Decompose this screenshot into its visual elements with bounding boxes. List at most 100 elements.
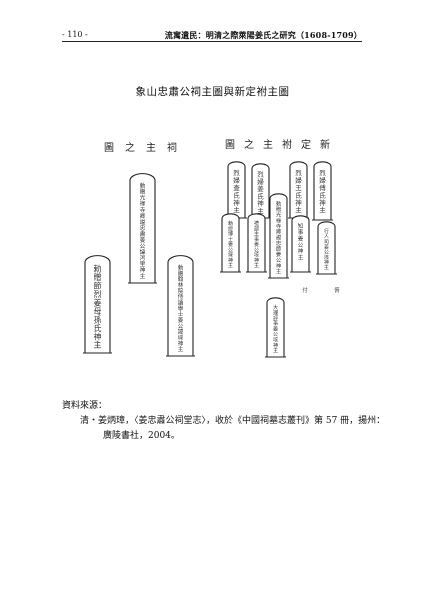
tablet-char: 姜 [273,326,278,333]
tablet-char: 婦 [319,175,326,184]
tablet-char: 主 [324,264,329,271]
tablet-char: 神 [233,198,240,207]
tablet-char: 神 [276,261,281,269]
tablet-char: 主 [257,206,264,215]
tablet-char: 氏 [295,190,302,199]
tablet-char: 主 [276,267,282,275]
tablet-char: 忠 [140,224,146,232]
tablet-char: 節 [276,245,282,253]
tablet-char: 神 [295,198,302,207]
tablet-char: 氏 [233,190,240,199]
tablet-char: 姜 [324,243,329,250]
left-heading-char: 主 [146,142,156,154]
tablet-char: 學 [178,304,184,312]
tablet-char: 公 [324,250,329,256]
tablet-char: 行 [324,228,329,235]
tablet-char: 寺 [140,206,146,214]
tablet-char: 部 [254,225,259,232]
right-heading-char: 祔 [282,138,292,151]
tablet-char: 主 [295,205,302,214]
right-tablets-group: 烈婦查氏神主烈婦姜氏神主烈婦王氏神主烈婦傅氏神主勅贈光祿寺卿謚忠節姜公神主禮部主… [220,161,337,358]
tablet-char: 勅 [228,220,233,227]
tablet-char: 婦 [295,175,302,184]
tablet-char: 忠 [276,240,282,247]
tablet-char: 禮 [254,220,259,227]
right-heading-char: 定 [301,138,311,151]
tablet-char: 公 [178,324,184,330]
tablet-char: 公 [273,332,278,338]
tablet-char: 泻 [140,254,146,262]
tablet-char: 傅 [319,183,326,192]
tablet-char: 烈 [319,168,326,177]
tablet-char: 讀 [178,298,184,306]
tablet-char: 主 [178,345,184,353]
tablet-char: 烈 [93,290,101,299]
right-heading-char: 新 [320,138,330,151]
tablet-char: 節 [93,281,101,291]
right-heading-char: 之 [244,138,254,151]
tablet-char: 事 [298,228,304,236]
bottom-mark: 俯 [334,286,340,294]
tablet-char: 主 [140,272,146,280]
tablet-char: 侍 [178,294,184,301]
tablet-char: 垓 [324,254,329,261]
tablet-char: 姜 [178,316,184,324]
tablet-char: 祿 [276,216,282,224]
tablet-char: 博 [228,231,233,238]
tablet-char: 神 [140,266,146,274]
tablet-char: 授 [228,225,233,232]
tablet-char: 神 [93,331,101,341]
tablet-char: 主 [319,205,326,214]
tablet-char: 肅 [140,230,146,238]
tablet-char: 諱 [178,328,184,336]
left-heading-char: 圖 [104,142,114,154]
tablet-char: 大 [273,304,278,311]
tablet-char: 主 [254,262,259,269]
tablet-char: 烈 [233,168,240,177]
tablet-char: 氏 [319,190,326,199]
tablet-char: 神 [319,198,326,207]
tablet-char: 埰 [228,252,233,259]
right-heading-char: 主 [263,139,273,151]
tablet-char: 林 [178,281,184,289]
tablet-char: 姜 [276,250,282,258]
tablet-char: 烈 [257,170,264,179]
tablet-char: 神 [254,257,259,264]
tablet-char: 光 [276,211,282,219]
left-heading-char: 祠 [167,141,177,154]
tablet-char: 垓 [254,252,259,259]
tablet-char: 母 [93,307,101,316]
tablet-char: 氏 [93,324,101,333]
header-rule [62,41,362,42]
tablet-char: 勅 [93,265,101,274]
tablet-char: 院 [178,287,184,295]
tablet-char: 勅 [276,199,281,207]
tablet-char: 勅 [140,182,146,190]
tablet-char: 主 [254,231,259,238]
tablet-char: 事 [254,236,259,243]
tablet-char: 主 [93,340,101,350]
tablet-char: 贈 [140,188,146,196]
running-title: 流寓遺民：明清之際萊陽姜氏之研究（1608-1709） [164,30,362,40]
source-citation-line-2: 廣陵書社，2004。 [103,431,180,441]
tablet-char: 司 [324,239,329,245]
tablet-char: 諱 [140,248,146,256]
tablet-char: 神 [257,199,264,208]
tablet-char: 神 [324,259,329,266]
tablet-char: 姜 [228,241,233,248]
tablet-char: 贈 [178,269,184,277]
tablet-char: 婦 [257,177,264,186]
right-bottom-marks: 付俯 [302,286,340,294]
tablet-char: 王 [295,184,302,192]
